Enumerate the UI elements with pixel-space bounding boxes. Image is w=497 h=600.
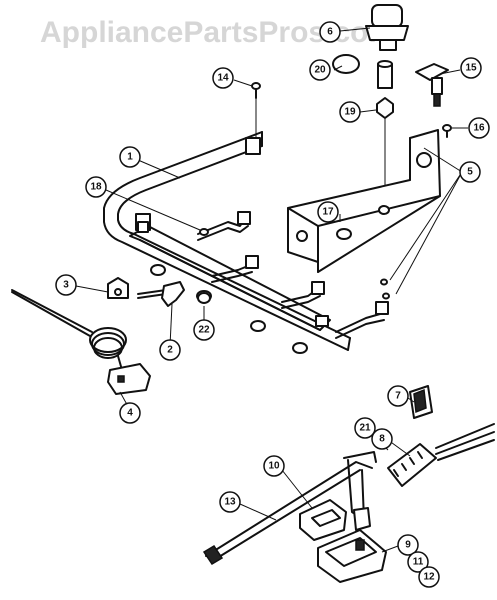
- callout-21: 21: [354, 417, 376, 439]
- svg-text:12: 12: [423, 572, 435, 583]
- hex-nut-part: [376, 97, 394, 119]
- svg-text:16: 16: [473, 123, 485, 134]
- watermark-text: AppliancePartsPros.com: [40, 16, 395, 49]
- callout-4: 4: [119, 402, 141, 424]
- callout-6: 6: [319, 21, 341, 43]
- burner-valve-right-rear: [281, 281, 325, 309]
- svg-text:11: 11: [413, 557, 424, 568]
- svg-text:14: 14: [217, 73, 229, 84]
- screw-part-16: [442, 124, 452, 138]
- svg-text:7: 7: [395, 391, 401, 402]
- callout-18: 18: [85, 176, 107, 198]
- svg-text:20: 20: [314, 65, 326, 76]
- callout-19: 19: [339, 101, 361, 123]
- svg-text:9: 9: [405, 540, 411, 551]
- wire-harness-part: [387, 423, 495, 487]
- callout-22: 22: [193, 319, 215, 341]
- callout-20: 20: [309, 59, 331, 81]
- leader-lines: [75, 27, 468, 553]
- svg-text:10: 10: [268, 461, 280, 472]
- o-ring-part: [332, 54, 360, 74]
- svg-text:17: 17: [322, 207, 334, 218]
- callout-14: 14: [212, 67, 234, 89]
- svg-text:19: 19: [344, 107, 356, 118]
- ignition-bar-part: [202, 451, 377, 566]
- callout-5: 5: [459, 161, 481, 183]
- spark-module-part: [409, 385, 433, 419]
- svg-text:2: 2: [167, 345, 173, 356]
- callout-2: 2: [159, 339, 181, 361]
- burner-valve-right-front: [335, 301, 389, 339]
- thermostat-clip-part: [107, 277, 129, 299]
- callout-10: 10: [263, 455, 285, 477]
- svg-text:22: 22: [198, 325, 210, 336]
- screw-part-14: [251, 82, 261, 140]
- svg-text:5: 5: [467, 167, 473, 178]
- svg-text:1: 1: [127, 152, 133, 163]
- screw-part-18: [199, 228, 209, 236]
- svg-text:15: 15: [465, 63, 477, 74]
- callout-11: 11: [407, 551, 429, 573]
- svg-text:4: 4: [127, 408, 133, 419]
- svg-text:21: 21: [359, 423, 371, 434]
- nut-part-22: [197, 292, 211, 304]
- svg-text:3: 3: [63, 280, 69, 291]
- burner-bracket-part: [287, 129, 441, 273]
- callout-12: 12: [418, 566, 440, 588]
- svg-text:18: 18: [90, 182, 102, 193]
- screw-part-5: [380, 278, 390, 300]
- callout-17: 17: [317, 201, 339, 223]
- control-box-part: [317, 529, 387, 583]
- igniter-switch-part: [299, 499, 347, 541]
- callout-3: 3: [55, 274, 77, 296]
- callout-8: 8: [371, 428, 393, 450]
- svg-text:8: 8: [379, 434, 385, 445]
- callout-7: 7: [387, 385, 409, 407]
- callout-13: 13: [219, 491, 241, 513]
- thermostat-part: [11, 289, 151, 395]
- burner-valve-left-rear: [197, 211, 251, 241]
- regulator-fitting-part: [377, 60, 393, 89]
- bulb-holder-part: [137, 281, 185, 307]
- bracket-valve-part: [415, 63, 449, 107]
- callout-9: 9: [397, 534, 419, 556]
- svg-text:13: 13: [224, 497, 236, 508]
- callout-15: 15: [460, 57, 482, 79]
- callout-1: 1: [119, 146, 141, 168]
- svg-text:6: 6: [327, 27, 333, 38]
- burner-valve-left-front: [211, 255, 259, 283]
- callout-16: 16: [468, 117, 490, 139]
- pressure-regulator-part: [365, 4, 409, 51]
